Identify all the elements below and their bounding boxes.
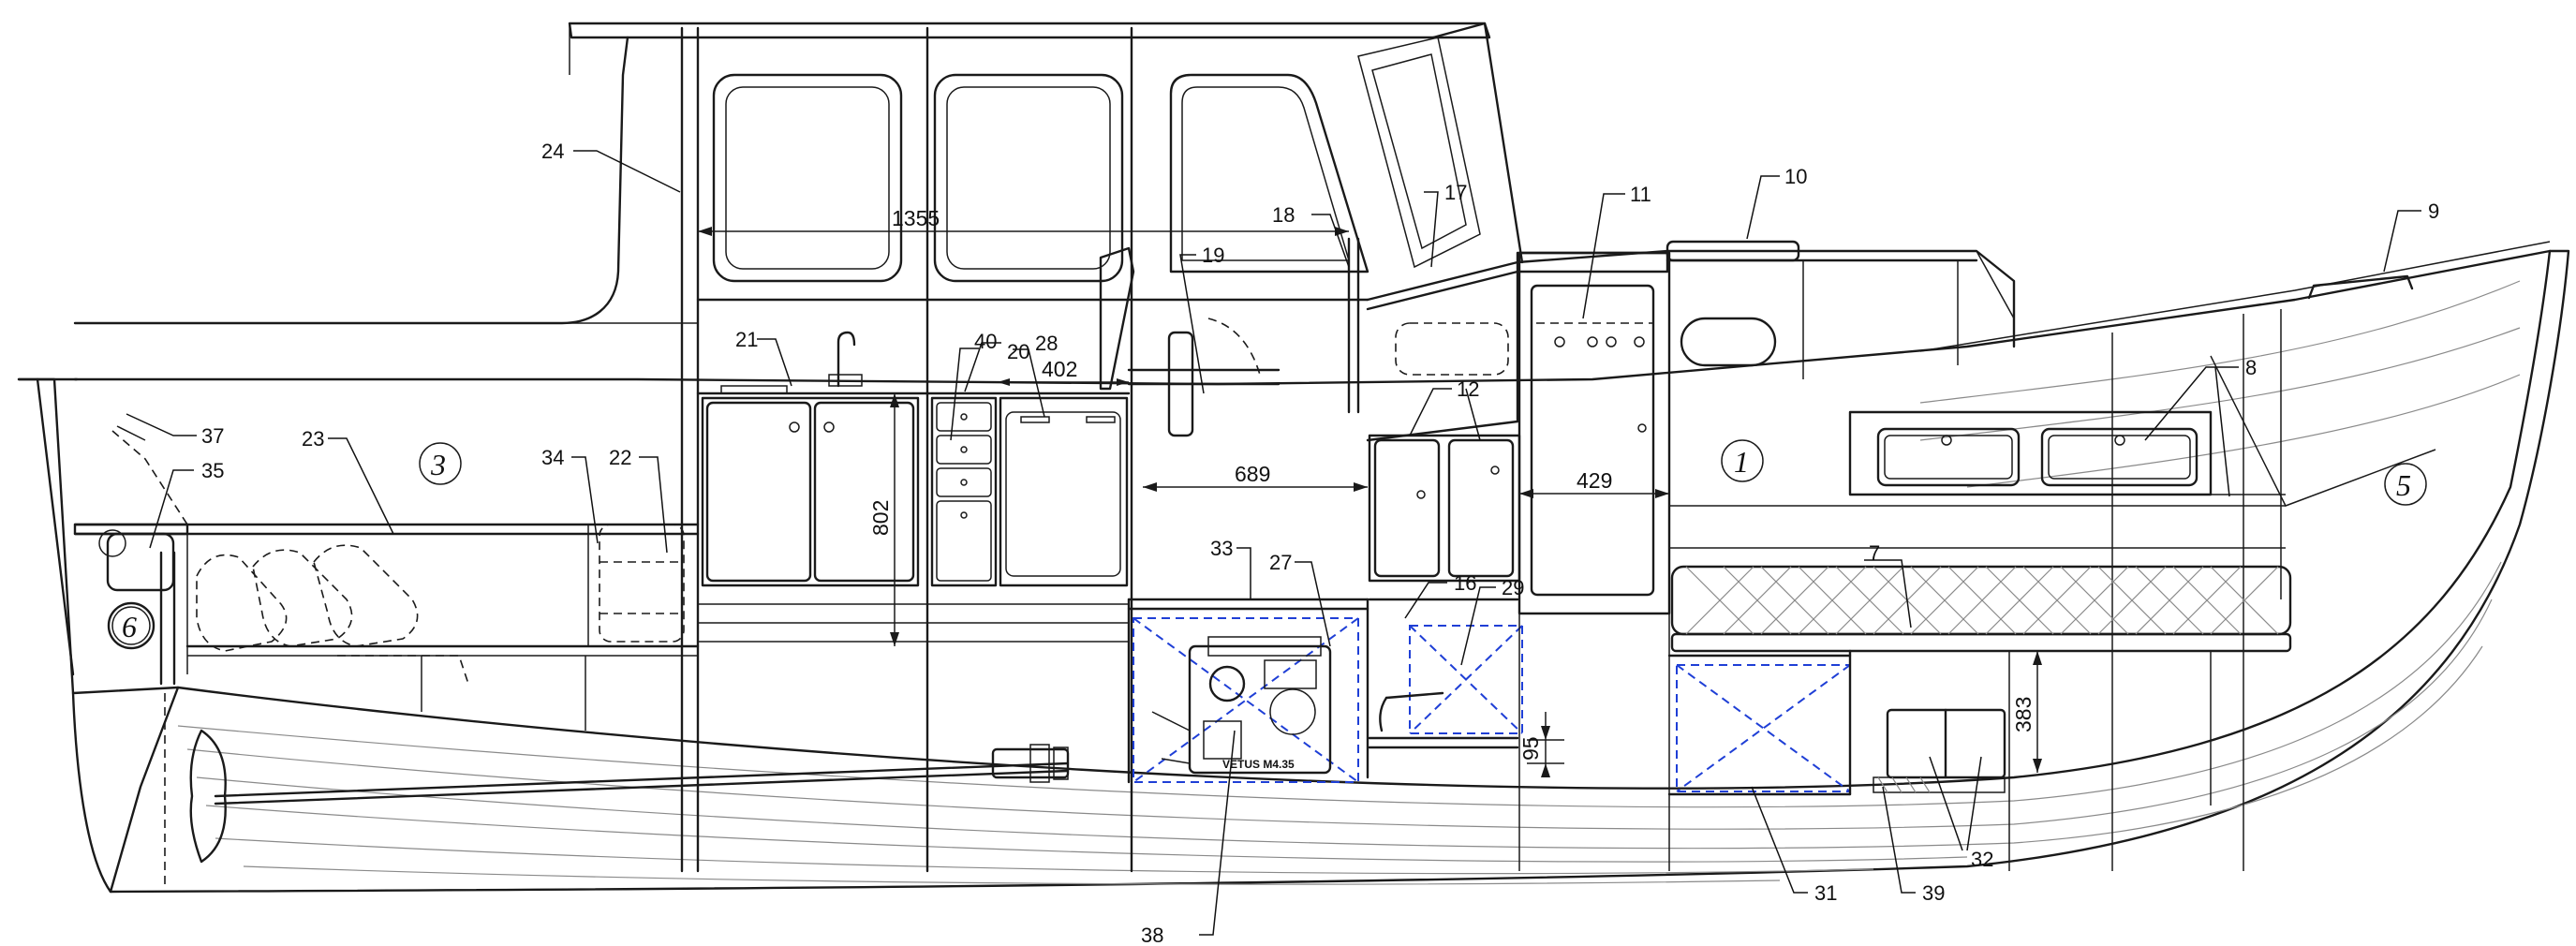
- callout-11: 11: [1630, 183, 1651, 206]
- dimension-429: 429: [1577, 468, 1612, 493]
- callout-28: 28: [1035, 332, 1058, 355]
- zone-6: 6: [122, 610, 137, 643]
- leader-lines: [126, 150, 2421, 936]
- berth-crosshatch: [1685, 566, 2279, 635]
- wheelhouse-interior: [1099, 237, 1671, 871]
- dimension-lines: [698, 227, 2042, 777]
- callout-29: 29: [1502, 576, 1524, 599]
- callout-12: 12: [1457, 377, 1479, 401]
- callout-32: 32: [1971, 848, 1993, 871]
- hull: [17, 241, 2570, 894]
- callout-9: 9: [2428, 200, 2439, 223]
- callout-7: 7: [1869, 541, 1880, 565]
- zone-1: 1: [1734, 445, 1749, 479]
- engine-room: VETUS M4.35: [1127, 598, 1369, 784]
- propeller-shaft: [189, 729, 1070, 864]
- callout-20: 20: [1007, 340, 1029, 363]
- callout-38: 38: [1141, 924, 1163, 946]
- callout-34: 34: [541, 446, 564, 469]
- callout-37: 37: [201, 424, 224, 448]
- dimension-802: 802: [868, 500, 893, 536]
- galley: [696, 331, 1131, 643]
- callout-17: 17: [1444, 181, 1467, 204]
- forward-cabin: [1667, 355, 2436, 871]
- dimension-1355: 1355: [892, 206, 940, 230]
- callout-16: 16: [1454, 571, 1476, 595]
- callout-19: 19: [1202, 244, 1224, 267]
- dimension-689: 689: [1235, 462, 1270, 486]
- callout-35: 35: [201, 459, 224, 482]
- callout-24: 24: [541, 140, 564, 163]
- zone-5: 5: [2396, 468, 2411, 502]
- callout-10: 10: [1784, 165, 1807, 188]
- callout-40: 40: [974, 330, 997, 353]
- engine-model-label: VETUS M4.35: [1222, 758, 1295, 771]
- callout-21: 21: [735, 328, 758, 351]
- dimension-383: 383: [2011, 697, 2036, 732]
- superstructure: [73, 22, 2414, 873]
- dimension-402: 402: [1042, 357, 1077, 381]
- dimension-95: 95: [1518, 736, 1543, 761]
- callout-39: 39: [1922, 881, 1945, 905]
- callout-23: 23: [302, 427, 324, 451]
- callout-18: 18: [1272, 203, 1295, 227]
- callout-22: 22: [609, 446, 631, 469]
- callout-33: 33: [1210, 537, 1233, 560]
- zone-3: 3: [430, 448, 446, 481]
- callout-31: 31: [1814, 881, 1837, 905]
- zone-markers: [111, 439, 2427, 645]
- callout-labels: 7 8 9 10 11 12 16 17 18 19 20 21 22 23 2…: [201, 140, 2439, 946]
- callout-8: 8: [2245, 356, 2257, 379]
- callout-27: 27: [1269, 551, 1292, 574]
- aft-area: [73, 425, 700, 885]
